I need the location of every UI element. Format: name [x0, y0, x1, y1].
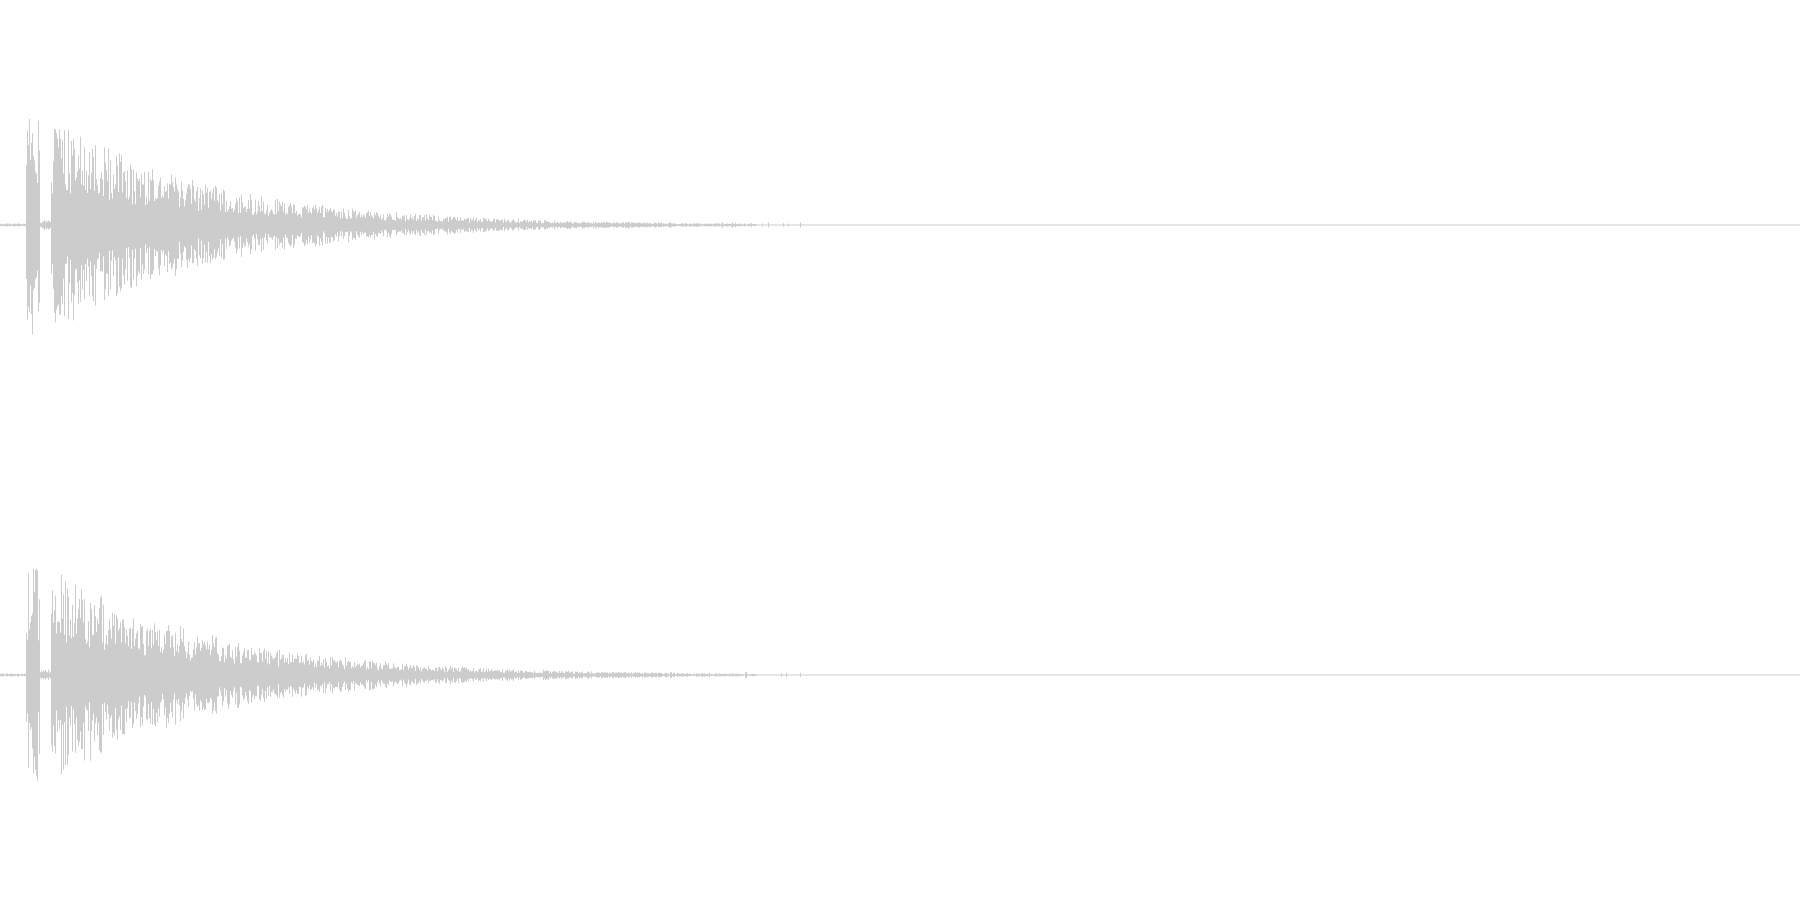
waveform-trace: [0, 568, 757, 781]
channel-1-samples: [0, 119, 801, 335]
channel-1-waveform: [0, 119, 1800, 335]
waveform-tail-blips: [591, 672, 801, 678]
waveform-trace: [0, 119, 757, 335]
channel-2-samples: [0, 568, 801, 781]
waveform-tail-blips: [626, 222, 801, 228]
channel-2-waveform: [0, 568, 1800, 781]
